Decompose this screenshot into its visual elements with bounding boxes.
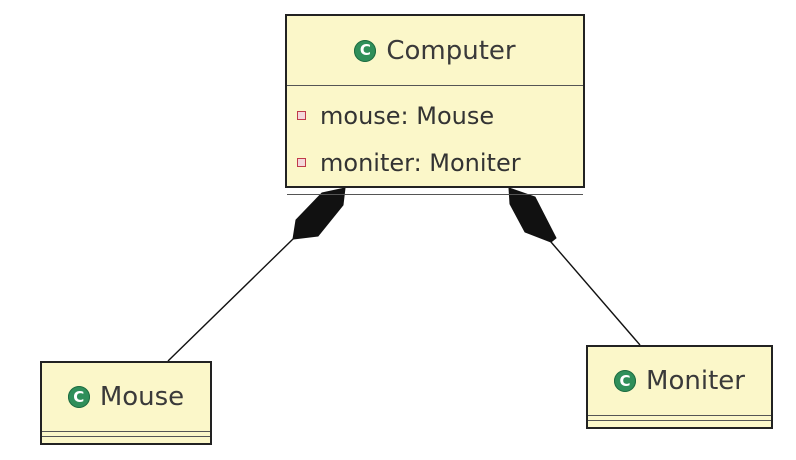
class-moniter[interactable]: C Moniter <box>586 345 773 429</box>
attribute-text: mouse: Mouse <box>320 101 495 130</box>
class-icon: C <box>354 39 377 62</box>
class-mouse-attributes <box>42 431 210 436</box>
composition-line-moniter[interactable] <box>550 241 641 346</box>
class-moniter-name: Moniter <box>646 366 745 396</box>
class-mouse-operations <box>42 436 210 441</box>
class-computer-name: Computer <box>386 35 516 66</box>
private-field-icon <box>297 111 306 120</box>
class-icon: C <box>67 386 90 408</box>
class-mouse[interactable]: C Mouse <box>40 361 212 445</box>
private-field-icon <box>297 158 306 167</box>
attribute-row[interactable]: moniter: Moniter <box>297 139 583 186</box>
class-moniter-operations <box>588 420 771 425</box>
class-mouse-header: C Mouse <box>42 363 210 431</box>
composition-line-mouse[interactable] <box>167 238 294 362</box>
class-mouse-name: Mouse <box>99 382 185 412</box>
class-icon: C <box>614 370 637 392</box>
attribute-row[interactable]: mouse: Mouse <box>297 92 583 139</box>
class-computer-attributes: mouse: Mouse moniter: Moniter <box>287 85 583 194</box>
attribute-text: moniter: Moniter <box>320 148 521 177</box>
class-computer-operations <box>287 194 583 199</box>
class-moniter-attributes <box>588 415 771 420</box>
class-computer[interactable]: C Computer mouse: Mouse moniter: Moniter <box>285 14 585 195</box>
class-moniter-header: C Moniter <box>588 347 771 415</box>
class-computer-header: C Computer <box>287 16 583 85</box>
